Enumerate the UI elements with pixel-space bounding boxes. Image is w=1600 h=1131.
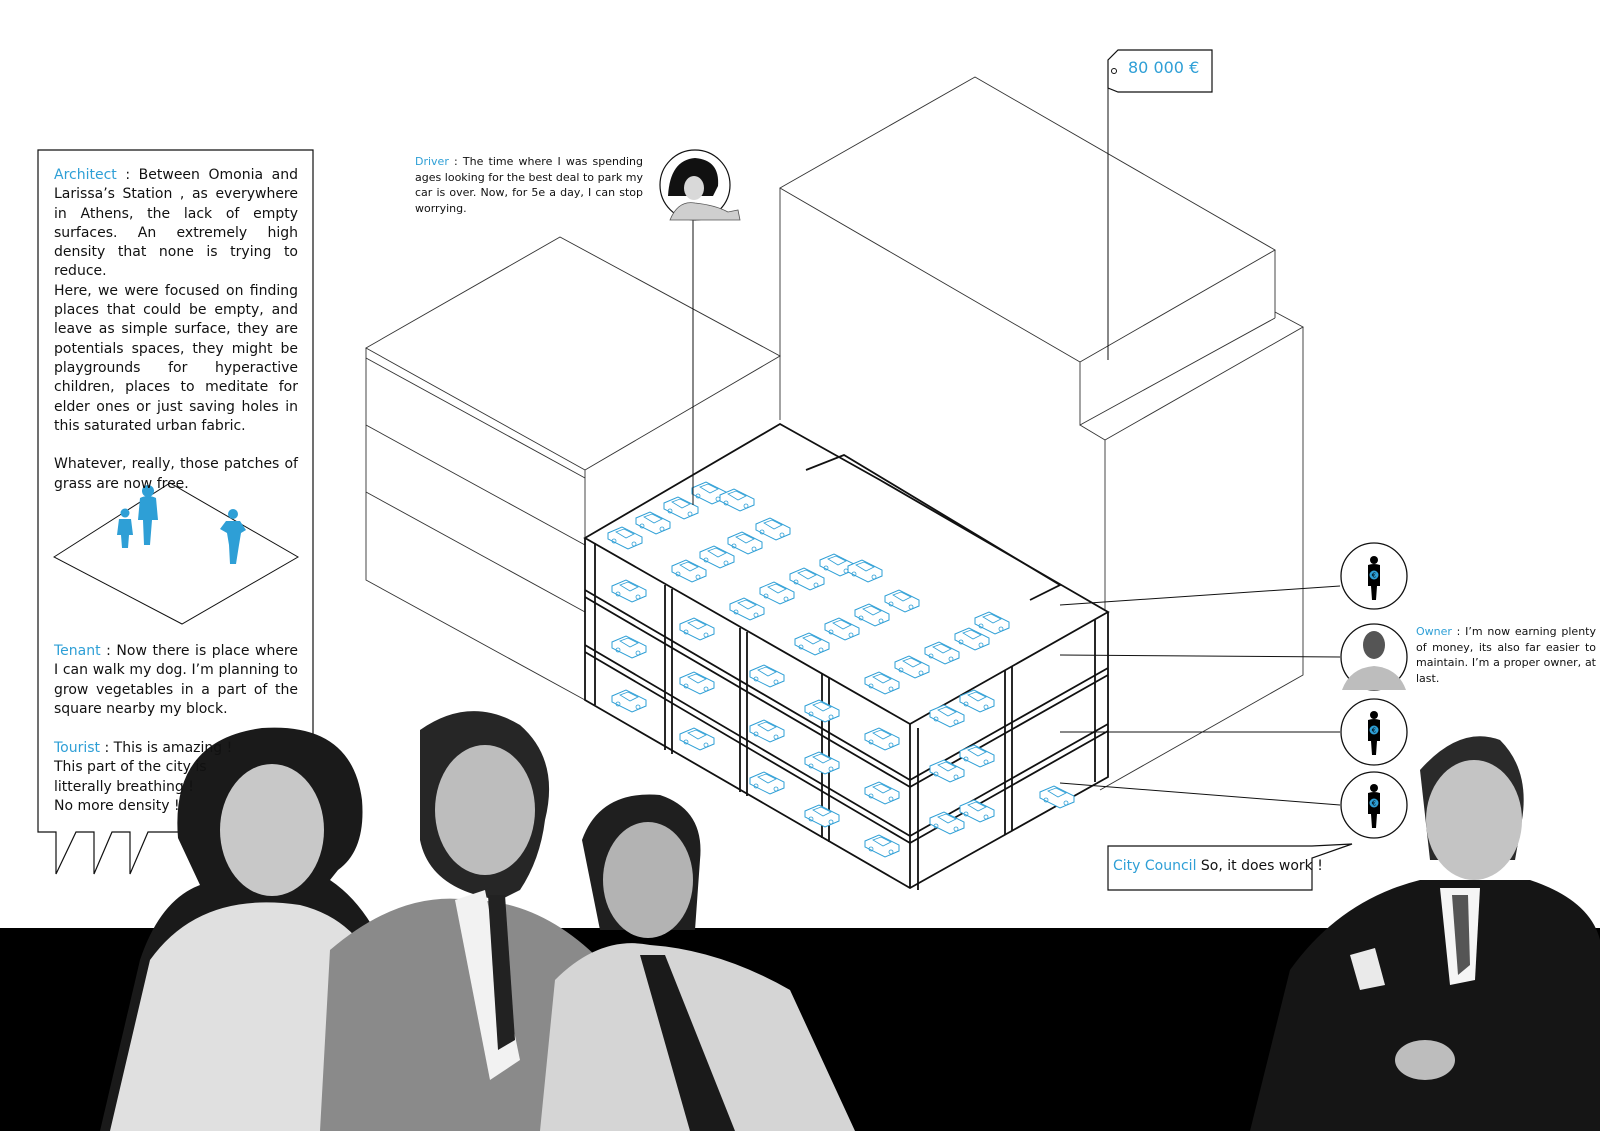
tourist-quote: Tourist : This is amazing ! This part of… — [54, 739, 254, 816]
price-tag-outline — [1107, 49, 1213, 93]
tourist-line-2: This part of the city is — [54, 759, 207, 776]
tenant-speaker: Tenant — [54, 643, 101, 659]
council-quote: City Council So, it does work ! — [1113, 858, 1323, 874]
architect-para-2: Here, we were focused on finding places … — [54, 282, 298, 434]
architect-para-3: Whatever, really, those patches of grass… — [54, 456, 298, 492]
tenant-quote: Tenant : Now there is place where I can … — [54, 642, 298, 719]
tenant-text: : Now there is place where I can walk my… — [54, 643, 298, 717]
tourist-line-1: : This is amazing ! — [100, 740, 233, 756]
architect-speaker: Architect — [54, 167, 117, 183]
driver-text: : The time where I was spending ages loo… — [415, 155, 643, 215]
architect-quote: Architect : Between Omonia and Larissa’s… — [54, 166, 298, 494]
owner-speaker: Owner — [1416, 625, 1452, 638]
parking-structure — [583, 422, 1110, 890]
council-text: So, it does work ! — [1196, 858, 1323, 874]
investor-circles — [1340, 542, 1408, 839]
man-right-cutout — [1250, 736, 1600, 1131]
leader-lines — [692, 70, 1341, 806]
council-speaker: City Council — [1113, 858, 1197, 874]
architect-para-1: : Between Omonia and Larissa’s Station ,… — [54, 167, 298, 280]
tourist-line-3: litterally breathing ! — [54, 778, 194, 795]
price-label: 80 000 € — [1128, 58, 1200, 77]
driver-portrait — [659, 149, 741, 221]
driver-speaker: Driver — [415, 155, 449, 168]
tourist-speaker: Tourist — [54, 740, 101, 756]
driver-quote: Driver : The time where I was spending a… — [415, 154, 643, 216]
left-building — [365, 236, 781, 701]
grass-patch-diagram — [53, 482, 299, 625]
man-center-cutout — [540, 794, 855, 1131]
owner-text: : I’m now earning plenty of money, its a… — [1416, 625, 1596, 685]
right-building — [779, 76, 1304, 791]
council-bubble — [1107, 843, 1353, 891]
owner-quote: Owner : I’m now earning plenty of money,… — [1416, 624, 1596, 686]
tourist-line-4: No more density ! — [54, 797, 180, 814]
